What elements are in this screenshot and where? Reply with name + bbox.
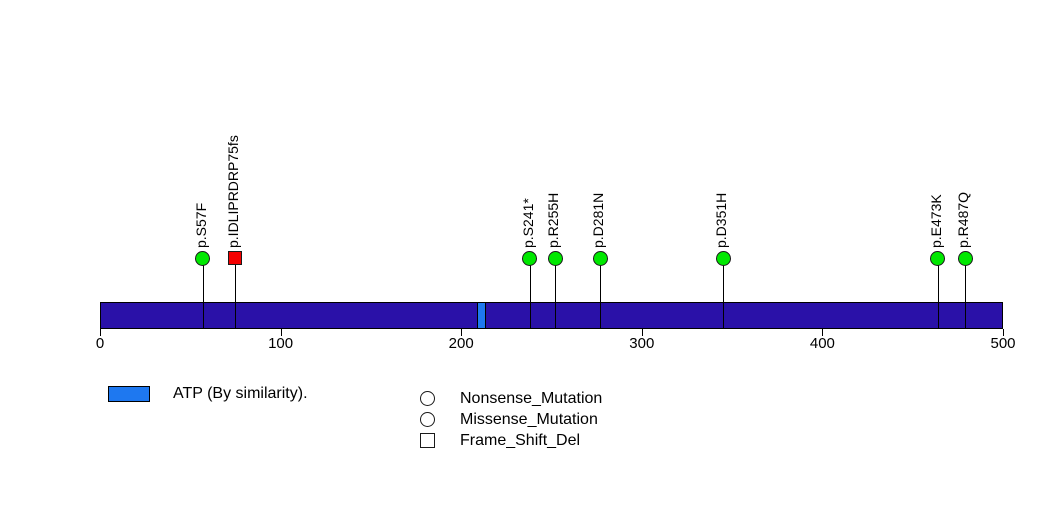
domain-legend-swatch-atp [108,386,150,402]
axis-tick-label-0: 0 [95,335,105,352]
mutation-label-6: p.E473K [927,194,944,248]
mutation-stem-0 [202,258,204,329]
legend-row-nonsense: Nonsense_Mutation [420,388,602,409]
mutation-stem-7 [965,258,967,329]
mutation-label-4: p.D281N [590,192,607,248]
axis-tick-label-100: 100 [268,335,294,352]
legend-label-nonsense: Nonsense_Mutation [460,389,603,407]
axis-tick-label-400: 400 [809,335,835,352]
mutation-marker-1[interactable] [228,251,243,265]
mutation-stem-3 [555,258,557,329]
mutation-stem-2 [529,258,531,329]
mutation-label-1: p.IDLIPRDRP75fs [225,135,242,248]
legend-row-missense: Missense_Mutation [420,409,602,430]
mutation-label-2: p.S241* [519,198,536,248]
mutation-stem-5 [723,258,725,329]
mutation-marker-3[interactable] [547,250,563,266]
mutation-marker-4[interactable] [592,250,608,266]
mutation-marker-2[interactable] [522,250,538,266]
domain-legend-label-atp: ATP (By similarity). [173,385,308,402]
axis-tick-label-200: 200 [448,335,474,352]
mutation-marker-0[interactable] [195,250,211,266]
mutation-stem-6 [937,258,939,329]
nonsense-mutation-marker-icon [420,391,435,406]
legend-label-frameshift: Frame_Shift_Del [460,431,581,449]
mutation-label-0: p.S57F [192,202,209,248]
mutation-legend: Nonsense_Mutation Missense_Mutation Fram… [420,388,602,451]
axis-tick-label-500: 500 [990,335,1016,352]
mutation-stem-4 [600,258,602,329]
frame-shift-del-marker-icon [420,433,435,448]
mutation-marker-7[interactable] [957,250,973,266]
axis-tick-label-300: 300 [629,335,655,352]
domain-legend: ATP (By similarity). [108,386,308,402]
mutation-stem-1 [235,258,237,329]
legend-row-frameshift: Frame_Shift_Del [420,430,602,451]
mutation-label-3: p.R255H [545,192,562,248]
axis-tick-100 [280,329,282,336]
missense-mutation-marker-icon [420,412,435,427]
mutation-marker-6[interactable] [930,250,946,266]
mutation-marker-5[interactable] [715,250,731,266]
mutation-label-7: p.R487Q [955,191,972,248]
axis-tick-500 [1003,329,1004,336]
axis-tick-0 [100,329,101,336]
legend-label-missense: Missense_Mutation [460,410,598,428]
axis-tick-400 [822,329,824,336]
protein-backbone [100,302,1003,329]
mutation-label-5: p.D351H [713,192,730,248]
axis-tick-200 [461,329,463,336]
protein-domain-0 [477,303,487,328]
axis-tick-300 [641,329,643,336]
